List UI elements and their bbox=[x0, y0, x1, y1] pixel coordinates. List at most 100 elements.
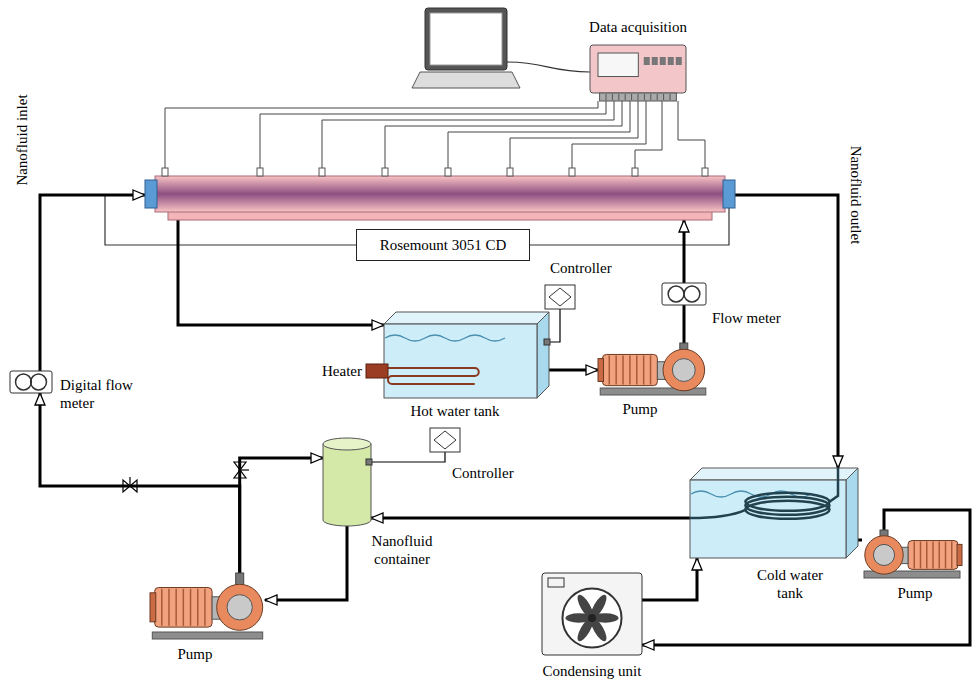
pump-shape bbox=[598, 343, 708, 395]
flow-meter-part bbox=[10, 371, 52, 393]
flow-meter-shape bbox=[662, 283, 706, 305]
controller-shape bbox=[545, 285, 575, 309]
flow-meter-shape bbox=[662, 283, 706, 305]
flow-meter-part bbox=[662, 283, 706, 305]
equipment-label: Nanofluid container bbox=[360, 532, 444, 568]
pipes bbox=[683, 220, 686, 283]
nanofluid-container-part bbox=[323, 438, 371, 450]
pump-shape bbox=[150, 573, 265, 639]
thermocouple-wires bbox=[165, 101, 705, 168]
pump-part bbox=[217, 584, 263, 630]
label-holder: Nanofluid container bbox=[360, 532, 444, 568]
equipment-label: Cold water tank bbox=[744, 566, 836, 602]
label-holder: Digital flow meter bbox=[60, 376, 140, 412]
pump-part bbox=[161, 589, 163, 626]
label-holder: Condensing unit bbox=[543, 662, 642, 680]
equipment-label: Heater bbox=[322, 363, 362, 379]
heater-shape bbox=[366, 364, 388, 378]
equipment-label: Pump bbox=[622, 401, 657, 417]
data-acquisition-unit-part bbox=[598, 53, 638, 77]
pump: Pump bbox=[150, 573, 265, 639]
water-tank-part bbox=[745, 501, 829, 519]
heater-shape bbox=[366, 364, 388, 378]
label-holder: Controller bbox=[550, 259, 612, 277]
data-acquisition-unit-part bbox=[618, 94, 619, 100]
pipe-connector bbox=[642, 558, 697, 600]
data-acquisition-unit-part bbox=[663, 94, 664, 100]
pump-part bbox=[650, 355, 652, 384]
test-section bbox=[162, 168, 708, 176]
pump-part bbox=[663, 349, 705, 391]
nanofluid-container-part bbox=[366, 459, 372, 465]
condensing-unit-shape bbox=[542, 573, 642, 655]
flow-meter: Flow meter bbox=[662, 283, 706, 305]
thermocouple-wires bbox=[322, 101, 614, 168]
pump-part bbox=[155, 588, 213, 628]
pump-part bbox=[190, 589, 192, 626]
pressure-transducer: Rosemount 3051 CD bbox=[356, 229, 530, 261]
controller-shape bbox=[430, 428, 460, 452]
flow-meter: Digital flow meter bbox=[10, 371, 52, 393]
equipment-label: Controller bbox=[550, 260, 612, 276]
water-tank: Cold water tank bbox=[690, 468, 858, 558]
laptop bbox=[412, 72, 520, 88]
pump-part bbox=[602, 354, 657, 385]
pump-part bbox=[864, 536, 962, 578]
pipes bbox=[178, 220, 384, 325]
pipes bbox=[40, 195, 145, 371]
pump-part bbox=[629, 355, 631, 384]
test-section bbox=[382, 168, 388, 176]
pump-part bbox=[615, 355, 617, 384]
water-tank-part bbox=[384, 368, 479, 384]
data-acquisition-unit-part bbox=[650, 94, 651, 100]
label-holder: Hot water tank bbox=[410, 402, 499, 420]
water-tank-part bbox=[690, 510, 745, 518]
data-acquisition-unit-part bbox=[660, 57, 666, 65]
data-acquisition-unit: Data acquisition bbox=[590, 45, 686, 101]
test-section bbox=[145, 180, 157, 208]
controller-shape bbox=[430, 428, 460, 452]
laptop bbox=[430, 13, 502, 65]
water-tank-part bbox=[537, 312, 549, 398]
pump-part bbox=[908, 541, 958, 570]
pipes bbox=[735, 195, 838, 468]
data-acquisition-unit-part bbox=[590, 45, 686, 93]
laptop bbox=[425, 8, 507, 70]
pump-part bbox=[622, 355, 624, 384]
pump-part bbox=[865, 536, 903, 574]
pump-part bbox=[957, 544, 962, 565]
data-acquisition-unit-shape bbox=[590, 45, 686, 101]
flow-meter-shape bbox=[10, 371, 52, 393]
data-acquisition-unit-part bbox=[644, 94, 645, 100]
pump-part bbox=[150, 593, 156, 622]
flow-meter-part bbox=[31, 374, 47, 390]
pump-part bbox=[204, 589, 206, 626]
equipment-label: Controller bbox=[452, 465, 514, 481]
label-holder: Nanofluid outlet bbox=[847, 146, 865, 245]
water-tank-part bbox=[385, 335, 505, 341]
controller-part bbox=[430, 428, 460, 452]
label-holder: Flow meter bbox=[712, 309, 781, 327]
pipes bbox=[40, 195, 838, 468]
test-section bbox=[702, 168, 708, 176]
heater-part bbox=[366, 364, 388, 378]
test-section bbox=[162, 168, 168, 176]
condensing-unit-shape bbox=[542, 573, 642, 655]
pump-part bbox=[168, 589, 170, 626]
condensing-unit-part bbox=[548, 578, 564, 587]
pump-part bbox=[598, 359, 604, 382]
pump-shape bbox=[864, 530, 962, 578]
laptop bbox=[507, 62, 590, 72]
valve bbox=[240, 469, 249, 470]
flow-meter-part bbox=[16, 374, 32, 390]
controller-part bbox=[545, 285, 575, 309]
flow-meter-part bbox=[684, 286, 700, 302]
pipe-connector bbox=[371, 517, 690, 520]
data-acquisition-unit-part bbox=[612, 94, 613, 100]
pipe-connector bbox=[240, 458, 323, 573]
data-acquisition-unit-part bbox=[676, 57, 682, 65]
test-section bbox=[319, 168, 325, 176]
water-tank: Hot water tank bbox=[384, 312, 549, 398]
controller: Controller bbox=[545, 285, 575, 309]
